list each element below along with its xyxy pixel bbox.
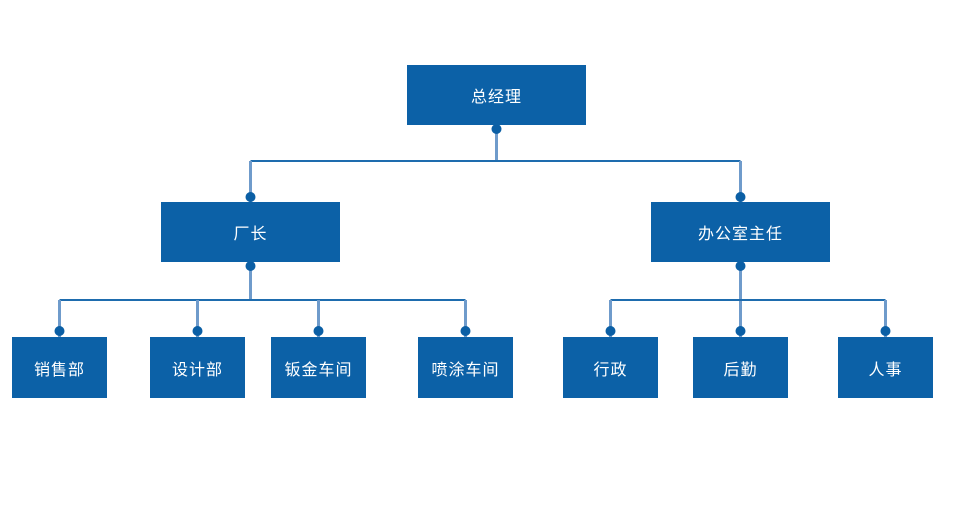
org-node-label: 行政 bbox=[593, 361, 628, 379]
connector-dot bbox=[245, 261, 256, 271]
org-node-label: 销售部 bbox=[33, 361, 85, 379]
org-node-label: 钣金车间 bbox=[284, 361, 353, 379]
org-node-logistics[interactable]: 后勤 bbox=[693, 337, 788, 398]
org-node-sheet-metal-workshop[interactable]: 钣金车间 bbox=[271, 337, 366, 398]
org-node-label: 喷涂车间 bbox=[431, 361, 500, 379]
connector-dot bbox=[313, 326, 324, 336]
org-node-label: 厂长 bbox=[233, 226, 268, 243]
connector-dot bbox=[245, 192, 256, 202]
org-node-factory-director[interactable]: 厂长 bbox=[161, 202, 340, 262]
connector-dot bbox=[460, 326, 471, 336]
connector-dot bbox=[54, 326, 65, 336]
org-node-label: 后勤 bbox=[723, 361, 758, 379]
connector-dot bbox=[735, 326, 746, 336]
connector-dot bbox=[880, 326, 891, 336]
connector-dot bbox=[735, 192, 746, 202]
org-node-human-resources[interactable]: 人事 bbox=[838, 337, 933, 398]
connector-dot bbox=[491, 124, 502, 134]
org-node-label: 人事 bbox=[868, 361, 903, 379]
org-node-design-dept[interactable]: 设计部 bbox=[150, 337, 245, 398]
org-node-label: 设计部 bbox=[171, 361, 223, 379]
connector-dot bbox=[605, 326, 616, 336]
org-node-general-manager[interactable]: 总经理 bbox=[407, 65, 586, 125]
org-node-sales-dept[interactable]: 销售部 bbox=[12, 337, 107, 398]
org-node-label: 办公室主任 bbox=[697, 226, 783, 243]
org-node-administration[interactable]: 行政 bbox=[563, 337, 658, 398]
connector-dot bbox=[735, 261, 746, 271]
org-node-office-director[interactable]: 办公室主任 bbox=[651, 202, 830, 262]
connector-dot bbox=[192, 326, 203, 336]
org-node-spray-workshop[interactable]: 喷涂车间 bbox=[418, 337, 513, 398]
org-node-label: 总经理 bbox=[470, 89, 522, 106]
